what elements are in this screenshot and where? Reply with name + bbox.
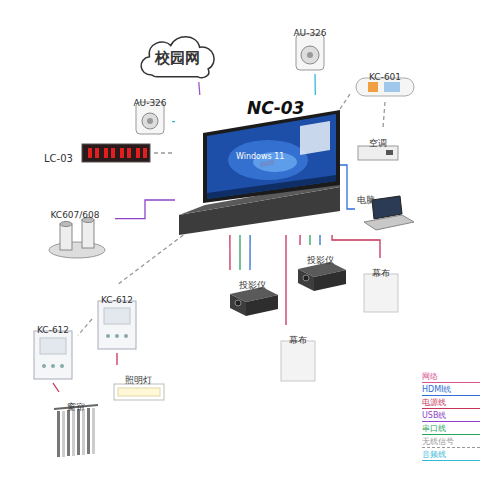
cable-line: [78, 319, 92, 335]
screen-icon: [281, 274, 398, 381]
cable-line: [239, 235, 240, 270]
device-node: 投影仪: [290, 245, 350, 295]
device-node: AU-326: [285, 18, 335, 74]
cable-line: [229, 235, 230, 270]
legend-item: 音频线: [422, 450, 480, 463]
device-node: 照明灯: [108, 365, 168, 410]
device-label: KC607/608: [50, 210, 99, 221]
legend-text: 串口线: [422, 424, 480, 433]
device-label: LC-03: [44, 153, 73, 165]
projector-icon: [230, 287, 278, 316]
cloud-label: 校园网: [155, 49, 200, 67]
cable-line: [319, 235, 320, 245]
light-icon: [114, 384, 164, 400]
screen-text: Windows 11: [236, 152, 284, 161]
device-node: KC-612: [92, 285, 142, 353]
cable-line: [340, 165, 355, 209]
legend-line: [422, 446, 480, 449]
device-label: NC-03: [247, 98, 304, 118]
legend-item: HDMI线: [422, 385, 480, 398]
curtain-icon: [54, 405, 98, 457]
led-display: [82, 144, 150, 162]
legend-line: [422, 459, 480, 462]
device-node: 电脑: [355, 185, 415, 233]
device-label: 空调: [369, 138, 387, 149]
legend-item: USB线: [422, 411, 480, 424]
cable-line: [199, 82, 200, 95]
device-label: KC-612: [37, 325, 69, 336]
device-node: LC-03: [42, 140, 154, 166]
projector-icon: [298, 262, 346, 291]
legend-text: 无线信号: [422, 437, 480, 446]
legend-text: 电源线: [422, 398, 480, 407]
legend-line: [422, 407, 480, 410]
legend-item: 网络: [422, 372, 480, 385]
device-node: AU-326: [128, 88, 172, 136]
cable-line: [249, 235, 250, 270]
legend-item: 串口线: [422, 424, 480, 437]
device-node: 空调: [350, 128, 405, 168]
device-node: 窗帘: [48, 392, 103, 462]
legend-line: [422, 433, 480, 436]
legend-text: HDMI线: [422, 385, 480, 394]
device-node: NC-03: [175, 95, 340, 235]
device-label: 电脑: [357, 195, 375, 206]
cable-line: [332, 235, 380, 258]
legend-line: [422, 381, 480, 384]
device-label: 照明灯: [125, 375, 152, 386]
nc03-device: [179, 110, 340, 235]
device-node: 投影仪: [222, 270, 282, 320]
device-node: KC607/608: [35, 200, 115, 262]
cable-line: [309, 235, 310, 245]
speaker-icon: [296, 34, 324, 70]
cable-line: [116, 353, 117, 365]
device-label: KC-612: [101, 295, 133, 306]
device-node: 幕布: [275, 325, 320, 385]
aircon-icon: [358, 146, 398, 160]
device-label: 窗帘: [67, 402, 85, 413]
device-label: KC-601: [369, 72, 401, 83]
cable-line: [340, 94, 350, 109]
legend-line: [422, 420, 480, 423]
legend-item: 电源线: [422, 398, 480, 411]
legend: 网络 HDMI线电源线 USB线串口线无线信号音频线: [422, 372, 480, 463]
device-node: KC-601: [350, 62, 420, 102]
receiver-icon: [49, 218, 105, 259]
cable-line: [154, 152, 175, 153]
device-node: KC-612: [28, 315, 78, 383]
device-label: AU-326: [293, 28, 326, 39]
cable-line: [53, 383, 59, 392]
device-label: 投影仪: [307, 255, 334, 266]
cloud-path: [141, 37, 214, 78]
legend-text: 音频线: [422, 450, 480, 459]
cable-line: [314, 74, 316, 95]
cable-line: [117, 235, 183, 285]
cable-line: [299, 235, 300, 245]
legend-line: [422, 394, 480, 397]
cable-line: [172, 121, 175, 122]
cable-line: [285, 235, 286, 325]
legend-item: 无线信号: [422, 437, 480, 450]
cable-line: [383, 102, 385, 128]
cloud-node: 校园网: [135, 30, 220, 82]
device-label: AU-326: [133, 98, 166, 109]
device-label: 投影仪: [239, 280, 266, 291]
switch-panel: [34, 301, 136, 379]
device-node: 幕布: [358, 258, 403, 318]
device-label: 幕布: [289, 335, 307, 346]
cable-line: [115, 200, 175, 219]
legend-text: 网络: [422, 372, 480, 381]
legend-text: USB线: [422, 411, 480, 420]
device-label: 幕布: [372, 268, 390, 279]
